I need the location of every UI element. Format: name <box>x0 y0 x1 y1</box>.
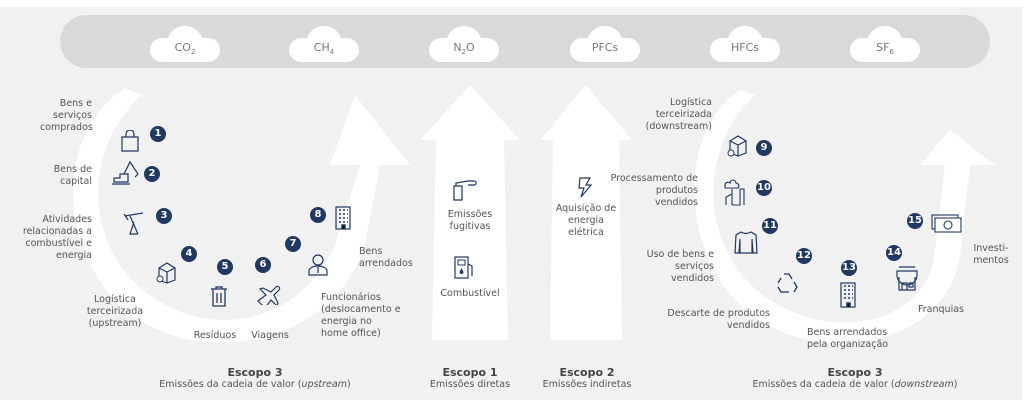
gas-label-tail: O <box>466 41 475 54</box>
gas-subscript: 6 <box>889 48 894 57</box>
number-badge-2: 2 <box>144 166 160 182</box>
downstream-curved-arrow <box>694 90 995 344</box>
scope3-upstream-subtitle: Emissões da cadeia de valor (upstream) <box>110 379 400 390</box>
item-label-9: Logística terceirizada (downstream) <box>645 97 712 132</box>
number-badge-11: 11 <box>762 218 778 234</box>
subtitle-text: ) <box>953 379 958 390</box>
shirt-icon <box>734 231 758 254</box>
subtitle-emphasis: upstream <box>301 379 347 390</box>
gas-subscript: 2 <box>190 48 196 57</box>
item-label-6: Viagens <box>251 330 289 341</box>
item-label-4: Logística terceirizada (upstream) <box>86 294 144 329</box>
gas-label: HFCs <box>730 41 759 54</box>
scope2-subtitle: Emissões indiretas <box>542 379 632 390</box>
cloud-icon <box>710 25 780 62</box>
gas-label: N <box>453 41 462 54</box>
money-icon <box>931 214 962 233</box>
number-badge-10: 10 <box>756 180 772 196</box>
scope1-item-fugitive: Emissões fugitivas <box>447 209 493 232</box>
store-icon <box>896 266 918 291</box>
upstream-curved-arrow <box>72 88 410 343</box>
box-icon <box>727 135 747 157</box>
item-label-12: Descarte de produtos vendidos <box>667 308 770 331</box>
number-badge-8: 8 <box>310 207 326 223</box>
scope3-downstream-subtitle: Emissões da cadeia de valor (downstream) <box>700 379 1010 390</box>
trash-icon <box>211 286 227 307</box>
box-icon <box>156 262 176 284</box>
gas-cloud-hfcs: HFCs <box>708 22 782 62</box>
employee-icon <box>308 254 328 276</box>
gas-cloud-co2: CO2 <box>148 22 222 62</box>
gas-label: CO <box>174 41 191 54</box>
item-label-10: Processamento de produtos vendidos <box>610 173 698 208</box>
gas-cloud-n2o: N2O <box>427 22 501 62</box>
gas-cloud-pfcs: PFCs <box>568 22 642 62</box>
gas-cloud-sf6: SF6 <box>848 22 922 62</box>
scope3-downstream-title: Escopo 3 <box>827 366 883 379</box>
number-badge-9: 9 <box>756 140 772 156</box>
cloud-icon <box>150 25 220 62</box>
item-label-15: Investi-mentos <box>973 243 1009 266</box>
number-badge-1: 1 <box>150 126 166 142</box>
fuel-pump-icon <box>454 256 473 279</box>
item-label-8: Bens arrendados <box>359 246 413 269</box>
scope2-arrow <box>540 85 632 340</box>
number-badge-7: 7 <box>285 236 301 252</box>
gas-cloud-ch4: CH4 <box>287 22 361 62</box>
item-label-3: Atividades relacionadas a combustível e … <box>22 214 92 261</box>
gas-label: CH <box>313 41 330 54</box>
scope1-arrow <box>420 85 520 340</box>
item-label-1: Bens e serviços comprados <box>40 98 93 133</box>
scope2-title: Escopo 2 <box>559 366 615 379</box>
item-label-13: Bens arrendados pela organização <box>807 327 889 350</box>
item-label-14: Franquias <box>918 304 964 315</box>
fire-extinguisher-icon <box>453 180 477 201</box>
gas-subscript: 2 <box>461 48 467 57</box>
item-label-2: Bens de capital <box>53 164 92 187</box>
number-badge-14: 14 <box>886 245 902 261</box>
building-icon <box>840 282 856 308</box>
lightning-icon <box>578 177 593 198</box>
number-badge-4: 4 <box>181 246 197 262</box>
oil-pump-icon <box>123 212 144 235</box>
factory-icon <box>724 179 745 206</box>
scope1-item-fuel: Combustível <box>440 288 500 299</box>
scope1-title: Escopo 1 <box>442 366 498 379</box>
number-badge-13: 13 <box>841 260 857 276</box>
number-badge-12: 12 <box>796 248 812 264</box>
subtitle-text: Emissões da cadeia de valor ( <box>159 379 302 390</box>
gas-label: PFCs <box>591 41 619 54</box>
number-badge-5: 5 <box>217 259 233 275</box>
building-icon <box>335 206 351 230</box>
excavator-icon <box>112 160 139 185</box>
shopping-bag-icon <box>121 130 139 152</box>
recycle-icon <box>777 273 798 293</box>
cloud-icon <box>850 25 920 62</box>
number-badge-6: 6 <box>255 257 271 273</box>
number-badge-3: 3 <box>156 208 172 224</box>
gas-subscript: 4 <box>329 48 335 57</box>
cloud-icon <box>570 25 640 62</box>
scope1-subtitle: Emissões diretas <box>429 379 511 390</box>
scope3-upstream-title: Escopo 3 <box>227 366 283 379</box>
cloud-icon <box>429 25 499 62</box>
number-badge-15: 15 <box>907 213 923 229</box>
subtitle-text: ) <box>346 379 351 390</box>
cloud-icon <box>289 25 359 62</box>
airplane-icon <box>257 285 281 305</box>
subtitle-emphasis: downstream <box>894 379 954 390</box>
gas-label: SF <box>876 41 890 54</box>
item-label-11: Uso de bens e serviços vendidos <box>646 249 714 284</box>
subtitle-text: Emissões da cadeia de valor ( <box>752 379 895 390</box>
scope2-item-electricity: Aquisição de energia elétrica <box>555 203 617 238</box>
item-label-5: Resíduos <box>193 330 237 341</box>
item-label-7: Funcionários (deslocamento e energia no … <box>321 292 401 339</box>
